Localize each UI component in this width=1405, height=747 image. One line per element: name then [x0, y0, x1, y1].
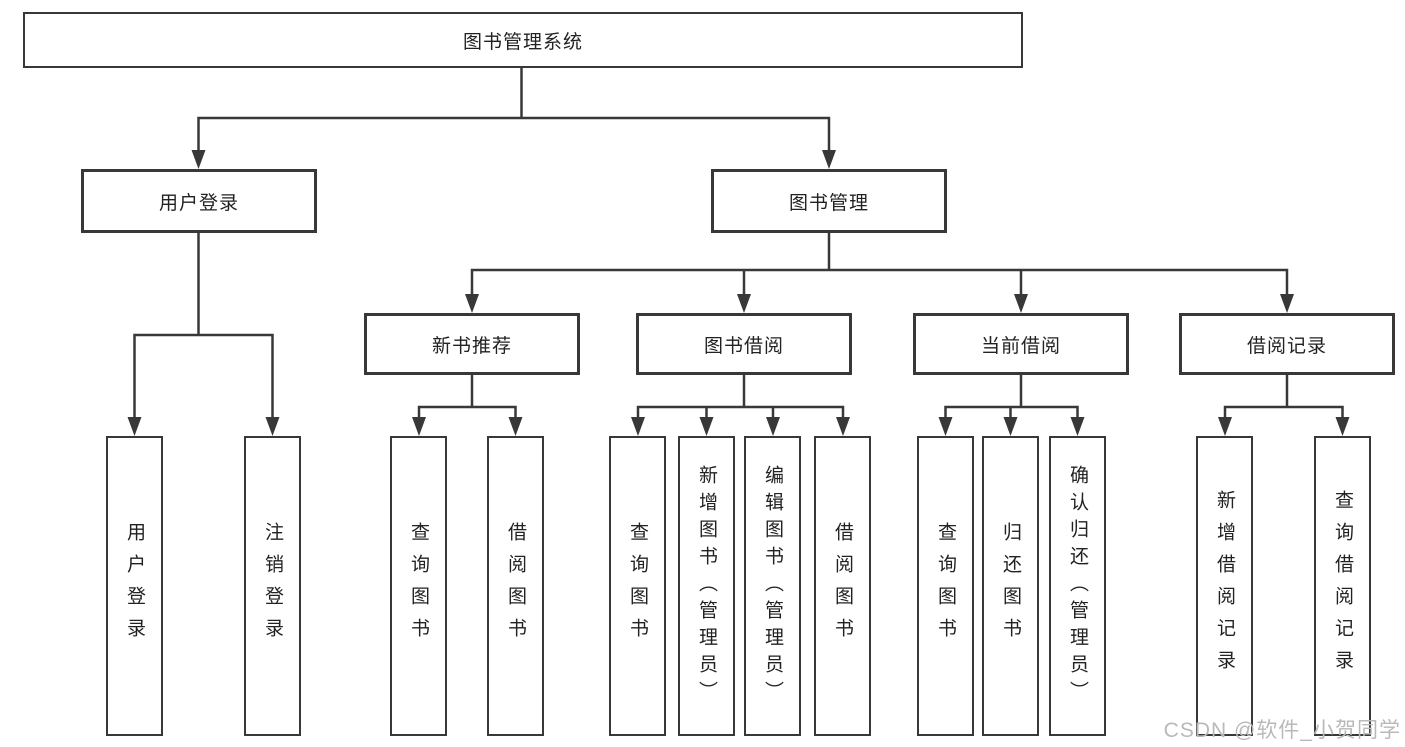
leaf-label: 新增借阅记录	[1214, 490, 1235, 682]
leaf-confirm-return-admin: 确认归还（管理员）	[1049, 436, 1106, 736]
node-book-borrowing: 图书借阅	[636, 313, 852, 375]
leaf-add-book-admin: 新增图书（管理员）	[678, 436, 735, 736]
leaf-label: 确认归还（管理员）	[1067, 464, 1088, 708]
node-library-management-system: 图书管理系统	[23, 12, 1023, 68]
node-new-book-recommendation: 新书推荐	[364, 313, 580, 375]
node-book-management: 图书管理	[711, 169, 947, 233]
leaf-label: 新增图书（管理员）	[696, 464, 717, 708]
node-current-borrowing: 当前借阅	[913, 313, 1129, 375]
leaf-label: 用户登录	[124, 522, 145, 650]
leaf-label: 注销登录	[262, 522, 283, 650]
leaf-label: 归还图书	[1000, 522, 1021, 650]
node-user-login: 用户登录	[81, 169, 317, 233]
leaf-borrow-books-recommend: 借阅图书	[487, 436, 544, 736]
leaf-edit-book-admin: 编辑图书（管理员）	[744, 436, 801, 736]
leaf-query-borrow-record: 查询借阅记录	[1314, 436, 1371, 736]
leaf-label: 查询图书	[408, 522, 429, 650]
leaf-return-book: 归还图书	[982, 436, 1039, 736]
leaf-label: 查询图书	[627, 522, 648, 650]
node-borrowing-records: 借阅记录	[1179, 313, 1395, 375]
leaf-label: 编辑图书（管理员）	[762, 464, 783, 708]
leaf-query-books-borrowing: 查询图书	[609, 436, 666, 736]
leaf-label: 借阅图书	[832, 522, 853, 650]
leaf-query-books-recommend: 查询图书	[390, 436, 447, 736]
leaf-label: 查询借阅记录	[1332, 490, 1353, 682]
leaf-query-books-current: 查询图书	[917, 436, 974, 736]
csdn-watermark: CSDN @软件_小贺同学	[1163, 719, 1401, 742]
leaf-add-borrow-record: 新增借阅记录	[1196, 436, 1253, 736]
leaf-logout: 注销登录	[244, 436, 301, 736]
leaf-borrow-books-borrowing: 借阅图书	[814, 436, 871, 736]
leaf-label: 借阅图书	[505, 522, 526, 650]
leaf-label: 查询图书	[935, 522, 956, 650]
leaf-user-login: 用户登录	[106, 436, 163, 736]
